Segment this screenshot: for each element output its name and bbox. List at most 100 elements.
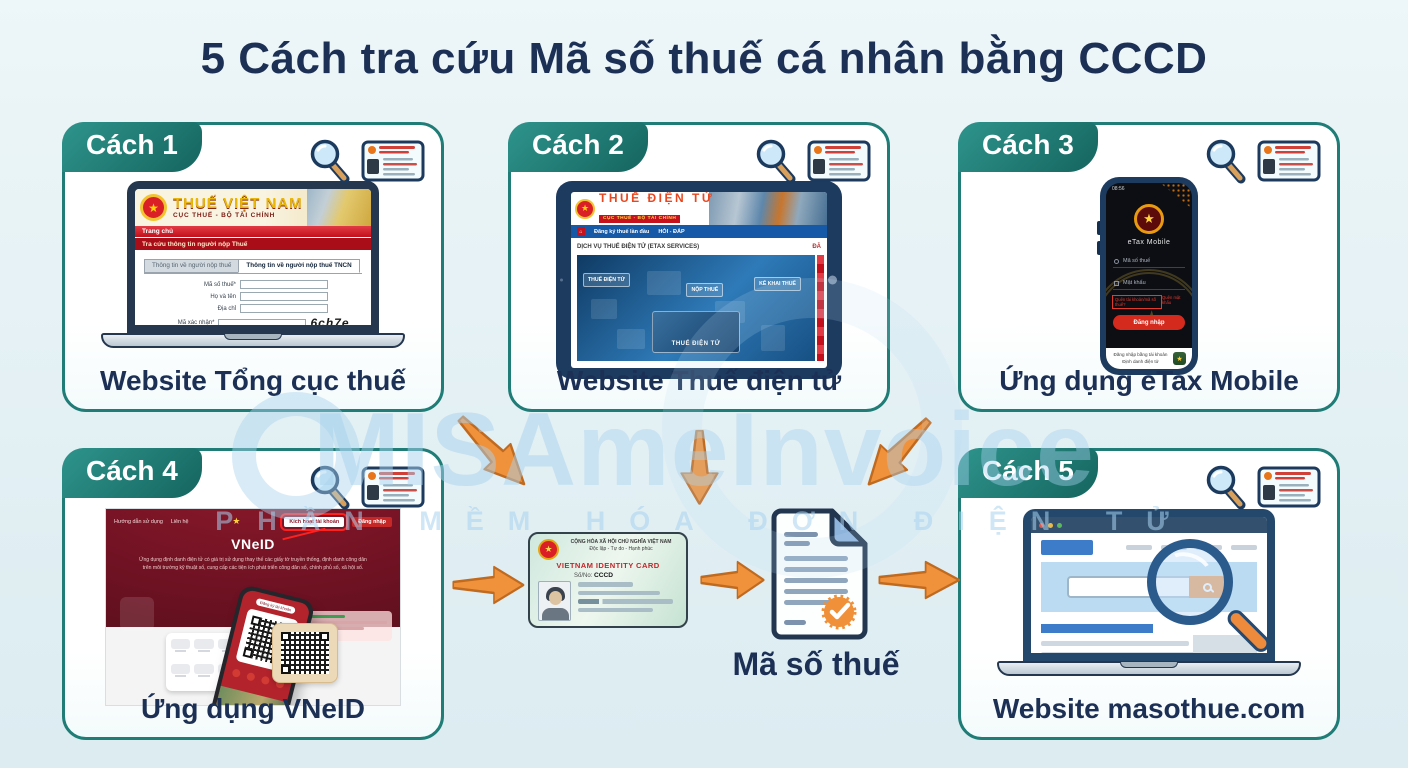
card3-badge: Cách 3 [958,122,1098,172]
card5-icons [1204,464,1321,510]
cccd-portrait-photo [538,581,571,621]
password-input[interactable]: Mật khẩu [1113,277,1185,290]
magnifier-overlay-icon [1147,539,1267,653]
clock: 08:56 [1112,186,1125,192]
page-title: 5 Cách tra cứu Mã số thuế cá nhân bằng C… [200,34,1208,83]
gdt-website-screen: ★ THUẾ VIỆT NAM CỤC THUẾ - BỘ TÀI CHÍNH … [127,181,379,333]
flow-arrow-from-card1 [444,402,542,502]
card-method-1: Cách 1 ★ THUẾ VIỆT NAM CỤC THUẾ - BỘ TÀI… [62,122,444,412]
laptop-illustration [997,509,1301,676]
phone-volume-button [1097,221,1100,235]
login-button[interactable]: Đăng nhập [1113,315,1185,330]
field-label-captcha: Mã xác nhận* [177,320,215,326]
tablet-illustration: ★ THUẾ ĐIỆN TỬ CỤC THUẾ - BỘ TÀI CHÍNH ⌂… [556,181,842,379]
footer-line2: Định danh điện tử [1122,358,1159,364]
field-label-address: Địa chỉ [217,305,236,312]
window-close-icon[interactable] [1039,522,1044,528]
flow-arrow-card-to-document [700,558,766,602]
tile-etax: THUẾ ĐIỆN TỬ [583,273,630,287]
result-label: Mã số thuế [732,646,900,682]
vneid-app-title: VNeID [231,536,275,552]
id-card-icon [361,466,425,508]
window-minimize-icon[interactable] [1048,522,1053,528]
app-emblem-watermark [1106,269,1192,369]
vneid-login-button[interactable]: Đăng nhập [352,516,392,527]
vietnam-emblem-icon: ★ [1134,204,1164,234]
nav-contact[interactable]: Liên hệ [170,518,189,525]
card2-caption: Website Thuế điện tử [556,365,842,396]
card2-badge: Cách 2 [508,122,648,172]
magnifier-icon [1206,465,1246,510]
window-maximize-icon[interactable] [1057,522,1062,528]
tax-id-input[interactable] [240,280,328,289]
gdt-tabs: Thông tin về người nộp thuế Thông tin về… [144,259,362,273]
cccd-card-title: VIETNAM IDENTITY CARD [556,561,660,570]
vietnam-emblem-icon: ★ [538,539,559,560]
gdt-banner-photo [307,189,371,226]
card1-caption: Website Tổng cục thuế [100,365,406,396]
cccd-number-value: CCCD [594,572,614,579]
user-icon [1114,258,1119,264]
gdt-nav-home[interactable]: Trang chủ [135,226,371,238]
card1-badge: Cách 1 [62,122,202,172]
footer-line1: Đăng nhập bằng tài khoản [1113,352,1168,358]
flow-arrow-from-card4 [452,563,526,607]
service-icon [194,664,214,677]
etax-site-title: THUẾ ĐIỆN TỬ [599,192,715,206]
etax-header: ★ THUẾ ĐIỆN TỬ CỤC THUẾ - BỘ TÀI CHÍNH [571,192,827,225]
text-line [1041,641,1189,646]
tile-etax-large: THUẾ ĐIỆN TỬ [652,311,740,353]
phone-volume-button [1097,241,1100,255]
address-input[interactable] [240,304,328,313]
tax-code-document-icon [771,508,868,640]
lock-icon [1114,280,1119,286]
browser-screen [1023,509,1275,661]
collage-tile [617,329,645,349]
browser-titlebar [1031,517,1267,533]
etax-website-screen: ★ THUẾ ĐIỆN TỬ CỤC THUẾ - BỘ TÀI CHÍNH ⌂… [571,192,827,368]
vneid-logo-icon[interactable]: ★ [1173,352,1186,365]
card3-icons [1204,138,1321,184]
activate-account-button[interactable]: Kích hoạt tài khoản [280,512,349,531]
gdt-section-bar: Tra cứu thông tin người nộp Thuế [135,238,371,250]
nav-guide[interactable]: Hướng dẫn sử dụng [114,518,163,525]
forgot-password-link[interactable]: Quên mật khẩu [1162,295,1181,305]
result-heading-line [1041,624,1153,633]
card4-caption: Ứng dụng VNeID [141,693,365,724]
card5-caption: Website masothue.com [992,693,1306,724]
id-card-icon [1257,140,1321,182]
vneid-navbar: Hướng dẫn sử dụng Liên hệ ★ Kích hoạt tà… [106,509,400,531]
tablet-camera [828,275,837,285]
collage-tile [591,299,617,319]
home-icon[interactable]: ⌂ [577,227,585,236]
nav-register-tax[interactable]: Đăng ký thuế lần đầu [594,228,650,235]
cccd-country-line: CỘNG HÒA XÃ HỘI CHỦ NGHĨA VIỆT NAM [570,539,672,545]
etax-service-heading: DỊCH VỤ THUẾ ĐIỆN TỬ (ETAX SERVICES) [577,243,700,250]
app-name: eTax Mobile [1127,239,1171,246]
forgot-account-link[interactable]: Quên tài khoản/mã số thuế? [1112,295,1163,309]
tab-personal-taxpayer-info[interactable]: Thông tin về người nộp thuế TNCN [238,259,360,273]
cccd-number-label: Số/No: [574,573,593,579]
etax-service-row: DỊCH VỤ THUẾ ĐIỆN TỬ (ETAX SERVICES) ĐĂ [571,238,827,255]
nav-faq[interactable]: HỎI - ĐÁP [658,228,685,235]
magnifier-icon [310,139,350,184]
phone-statusbar: 08:56 [1106,183,1192,192]
etax-red-strip [817,255,824,361]
captcha-input[interactable] [218,318,307,325]
vneid-ghost-tile [120,597,154,631]
id-card-icon [361,140,425,182]
site-logo-block [1041,540,1093,555]
name-input[interactable] [240,292,328,301]
vietnam-emblem-icon: ★ [232,516,241,526]
app-footer: Đăng nhập bằng tài khoản Định danh điện … [1106,348,1192,369]
tax-id-input[interactable]: Mã số thuế [1113,255,1185,268]
collage-tile [761,325,785,351]
card-method-5: Cách 5 [958,448,1340,740]
etax-collage-banner: THUẾ ĐIỆN TỬ NỘP THUẾ KÊ KHAI THUẾ THUẾ … [577,255,815,361]
collage-tile [647,271,681,295]
laptop-notch [1120,662,1178,668]
browser-page [1031,533,1267,653]
cccd-id-card: ★ CỘNG HÒA XÃ HỘI CHỦ NGHĨA VIỆT NAM Độc… [528,532,688,628]
tab-taxpayer-info[interactable]: Thông tin về người nộp thuế [144,259,239,273]
